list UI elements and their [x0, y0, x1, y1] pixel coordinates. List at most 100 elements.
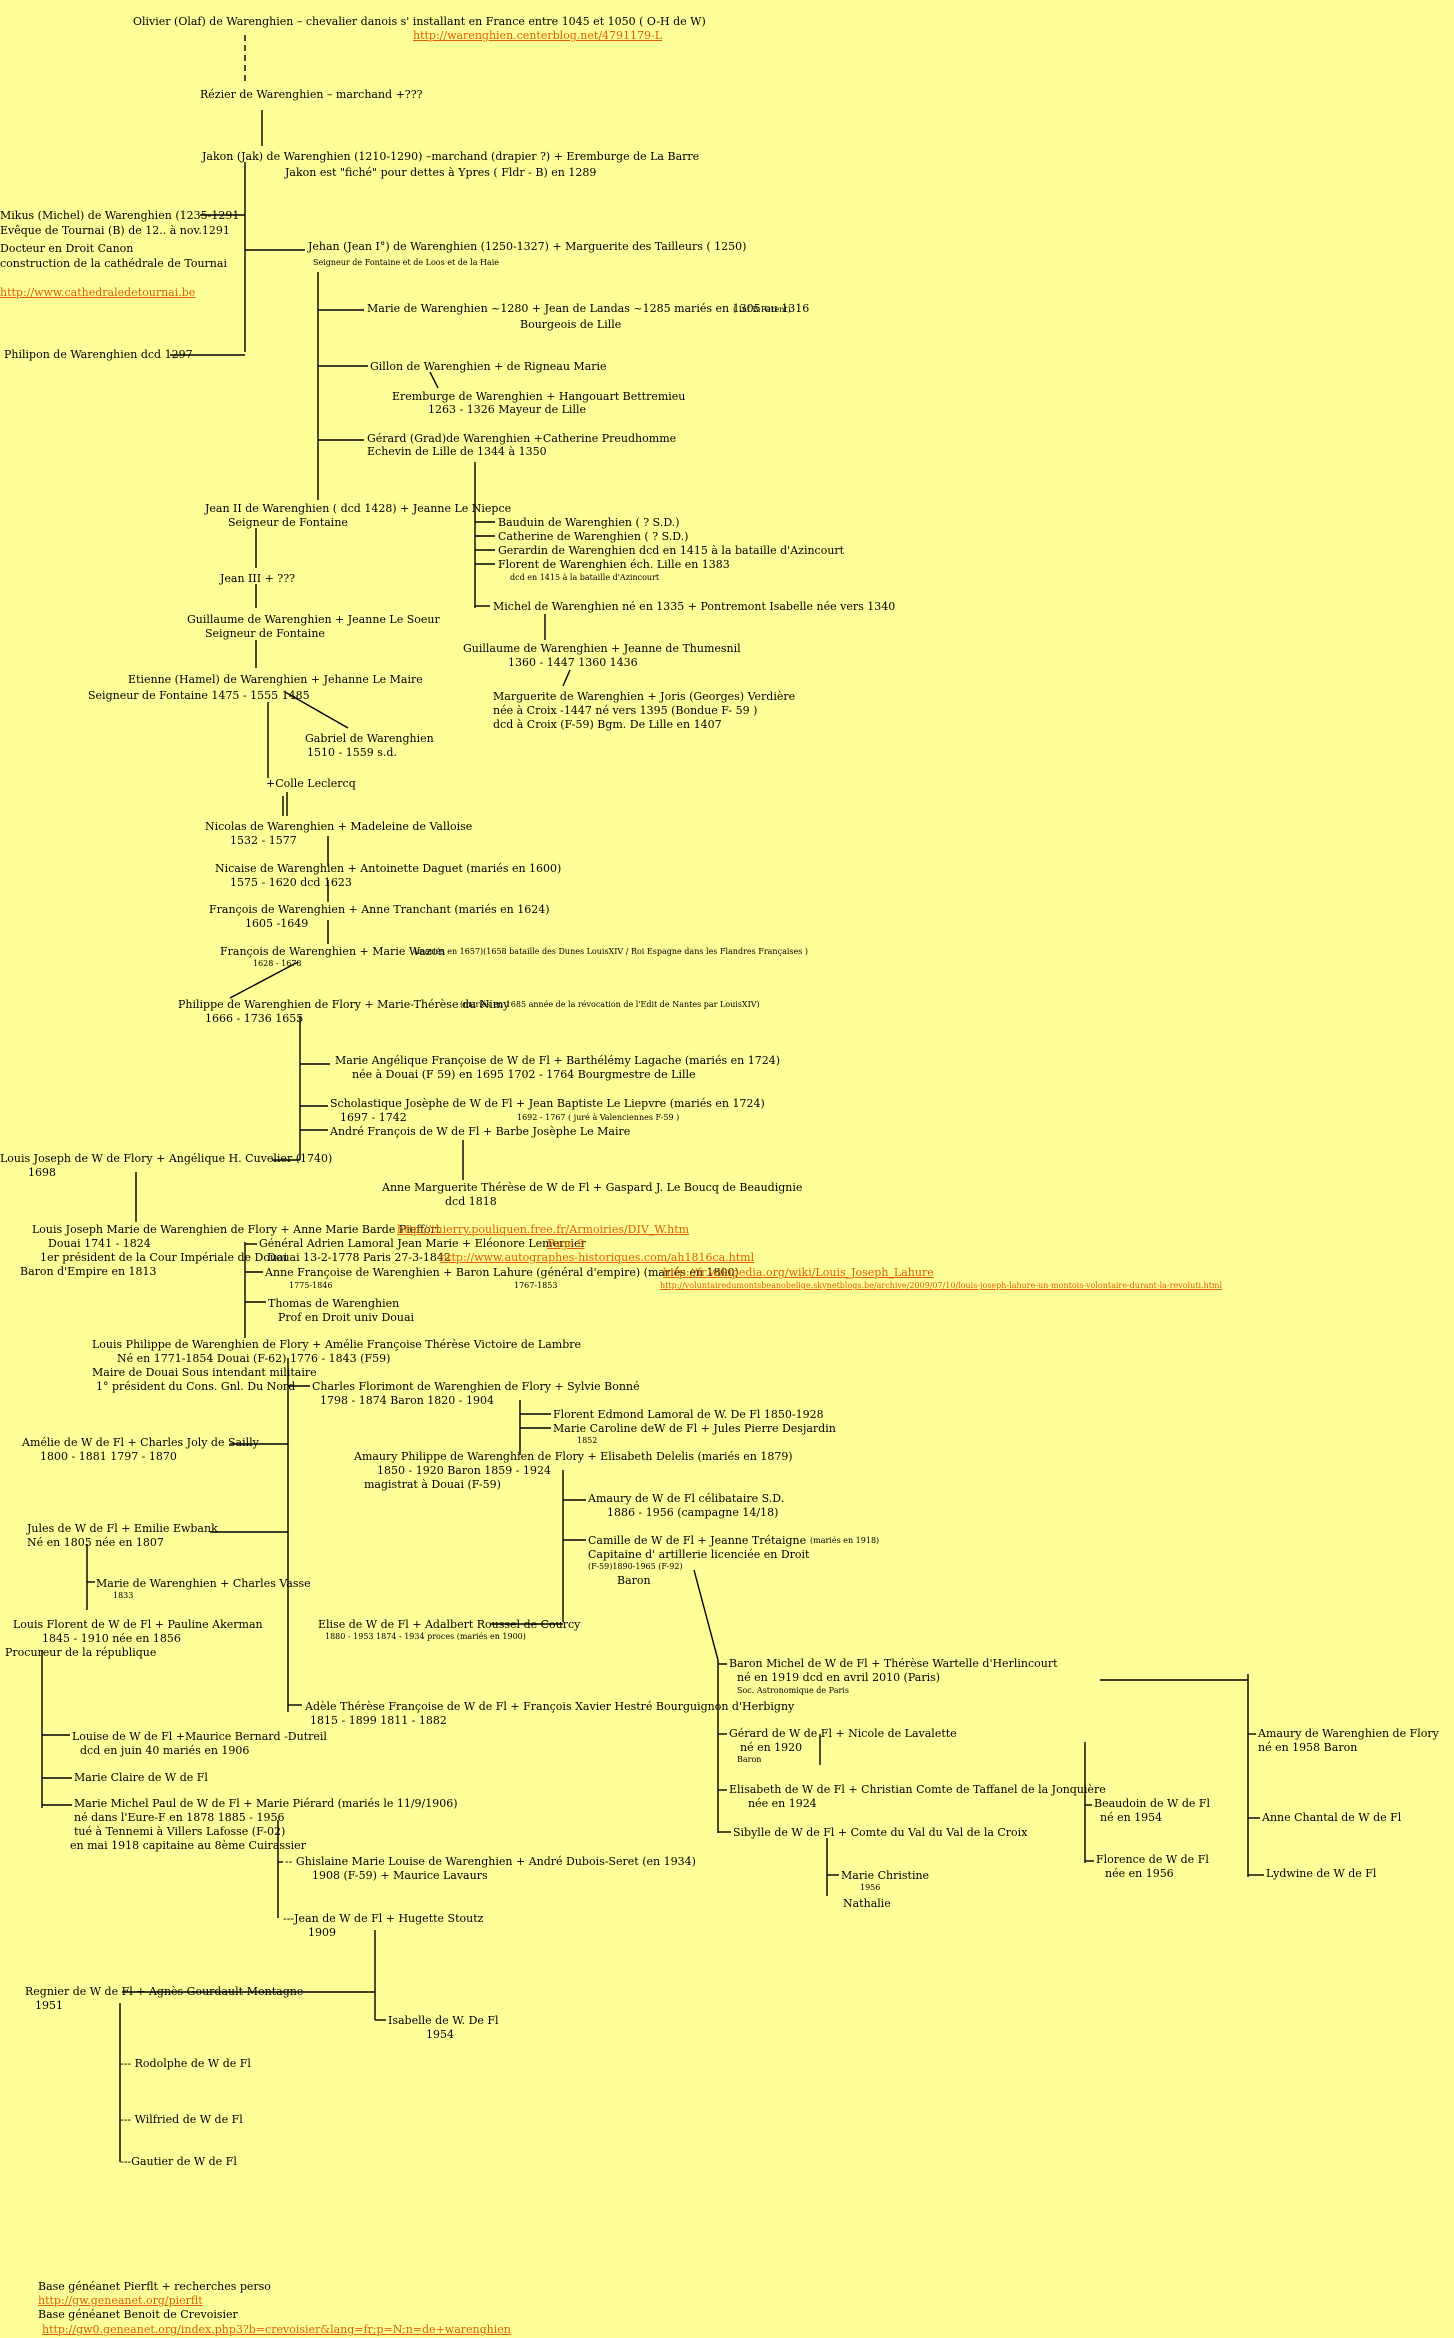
person-entry-philippe: Philippe de Warenghien de Flory + Marie-… [178, 998, 510, 1011]
person-entry-philippe_note: (mariés en 1685 année de la révocation d… [460, 1000, 760, 1009]
person-entry-guillaume2b: 1360 - 1447 1360 1436 [508, 656, 638, 669]
person-entry-nicolas: Nicolas de Warenghien + Madeleine de Val… [205, 820, 473, 833]
person-entry-gerard: Gérard (Grad)de Warenghien +Catherine Pr… [367, 432, 677, 445]
person-entry-mariemichel: Marie Michel Paul de W de Fl + Marie Pié… [74, 1797, 458, 1810]
person-entry-amaury2: Amaury de W de Fl célibataire S.D. [588, 1492, 785, 1505]
person-entry-ghislaine: -- Ghislaine Marie Louise de Warenghien … [285, 1855, 696, 1868]
person-entry-amaury1958: Amaury de Warenghien de Flory [1258, 1727, 1439, 1740]
person-entry-jean1909: ---Jean de W de Fl + Hugette Stoutz [283, 1912, 484, 1925]
person-entry-mikus4: construction de la cathédrale de Tournai [0, 257, 227, 270]
person-entry-thomas: Thomas de Warenghien [268, 1297, 400, 1310]
person-entry-jakon: Jakon (Jak) de Warenghien (1210-1290) –m… [202, 150, 700, 163]
person-entry-rezier: Rézier de Warenghien – marchand +??? [200, 88, 423, 101]
person-entry-florence: Florence de W de Fl [1096, 1853, 1209, 1866]
link-adrien_link[interactable]: Page 9 [547, 1237, 585, 1250]
person-entry-lydwine: Lydwine de W de Fl [1266, 1867, 1377, 1880]
person-entry-andre: André François de W de Fl + Barbe Josèph… [330, 1125, 631, 1138]
person-entry-camille: Camille de W de Fl + Jeanne Trétaigne [588, 1534, 807, 1547]
person-entry-annefr2: 1775-1846 [289, 1281, 333, 1290]
person-entry-guillaume2: Guillaume de Warenghien + Jeanne de Thum… [463, 642, 741, 655]
person-entry-marie1280_b: Bourgeois de Lille [520, 318, 622, 331]
person-entry-nicolas2: 1532 - 1577 [230, 834, 297, 847]
link-adrien2_link[interactable]: http://www.autographes-historiques.com/a… [440, 1251, 755, 1264]
person-entry-gerard1920c: Baron [737, 1755, 762, 1764]
person-entry-elise2: 1880 - 1953 1874 - 1934 proces (mariés e… [325, 1632, 526, 1641]
person-entry-gerard2: Echevin de Lille de 1344 à 1350 [367, 445, 547, 458]
person-entry-guillaume1b: Seigneur de Fontaine [205, 627, 325, 640]
person-entry-nicaise2: 1575 - 1620 dcd 1623 [230, 876, 352, 889]
person-entry-marieang2: née à Douai (F 59) en 1695 1702 - 1764 B… [352, 1068, 696, 1081]
person-entry-louisjoseph2b: Douai 1741 - 1824 [48, 1237, 151, 1250]
person-entry-mikus1: Mikus (Michel) de Warenghien (1235-1291 [0, 209, 240, 222]
link-annefr_link1[interactable]: http://fr.wikipedia.org/wiki/Louis_Josep… [663, 1266, 934, 1279]
person-entry-amelie: Amélie de W de Fl + Charles Joly de Sail… [22, 1436, 259, 1449]
person-entry-gerard1920: Gérard de W de Fl + Nicole de Lavalette [729, 1727, 957, 1740]
person-entry-louisflorent2: 1845 - 1910 née en 1856 [42, 1632, 181, 1645]
person-entry-annemarg: Anne Marguerite Thérèse de W de Fl + Gas… [382, 1181, 803, 1194]
person-entry-annefr: Anne Françoise de Warenghien + Baron Lah… [265, 1266, 739, 1279]
person-entry-mariewar2: 1833 [113, 1591, 134, 1600]
person-entry-jules2: Né en 1805 née en 1807 [27, 1536, 164, 1549]
person-entry-guillaume1: Guillaume de Warenghien + Jeanne Le Soeu… [187, 613, 440, 626]
person-entry-marieclaire: Marie Claire de W de Fl [74, 1771, 208, 1784]
person-entry-colle: +Colle Leclercq [266, 777, 356, 790]
person-entry-gabriel2: 1510 - 1559 s.d. [307, 746, 397, 759]
person-entry-etienne2: Seigneur de Fontaine 1475 - 1555 1485 [88, 689, 310, 702]
person-entry-louise: Louise de W de Fl +Maurice Bernard -Dutr… [72, 1730, 327, 1743]
person-entry-marguerite3: dcd à Croix (F-59) Bgm. De Lille en 1407 [493, 718, 722, 731]
person-entry-charlesflorimont: Charles Florimont de Warenghien de Flory… [312, 1380, 640, 1393]
person-entry-sibylle: Sibylle de W de Fl + Comte du Val du Val… [733, 1826, 1028, 1839]
person-entry-mariemichel4: en mai 1918 capitaine au 8ème Cuirassier [70, 1839, 306, 1852]
person-entry-base1: Base généanet Pierflt + recherches perso [38, 2280, 271, 2293]
person-entry-louisphilippe4: 1° président du Cons. Gnl. Du Nord [96, 1380, 296, 1393]
person-entry-florent2: dcd en 1415 à la bataille d'Azincourt [510, 573, 660, 582]
person-entry-etienne: Etienne (Hamel) de Warenghien + Jehanne … [128, 673, 423, 686]
person-entry-mariemichel3: tué à Tennemi à Villers Lafosse (F-02) [74, 1825, 286, 1838]
person-entry-thomas2: Prof en Droit univ Douai [278, 1311, 415, 1324]
person-entry-eremburge: Eremburge de Warenghien + Hangouart Bett… [392, 390, 686, 403]
person-entry-mariecaroline: Marie Caroline deW de Fl + Jules Pierre … [553, 1422, 836, 1435]
person-entry-baronmichel: Baron Michel de W de Fl + Thérèse Wartel… [729, 1657, 1058, 1670]
person-entry-philipon: Philipon de Warenghien dcd 1297 [4, 348, 193, 361]
link-louisjoseph2_link[interactable]: http://thierry.pouliquen.free.fr/Armoiri… [397, 1223, 690, 1236]
person-entry-amelie2: 1800 - 1881 1797 - 1870 [40, 1450, 177, 1463]
link-mikus_link[interactable]: http://www.cathedraledetournai.be [0, 286, 196, 299]
person-entry-jean1909b: 1909 [308, 1926, 336, 1939]
person-entry-louisflorent3: Procureur de la république [5, 1646, 157, 1659]
person-entry-baronmichel2: né en 1919 dcd en avril 2010 (Paris) [737, 1671, 941, 1684]
link-base2_link[interactable]: http://gw0.geneanet.org/index.php3?b=cre… [42, 2323, 511, 2336]
person-entry-marguerite: Marguerite de Warenghien + Joris (George… [493, 690, 796, 703]
person-entry-marie1280_note: ( Inf B.Parent) [733, 305, 791, 314]
person-entry-francois1b: 1605 -1649 [245, 917, 309, 930]
person-entry-elise: Elise de W de Fl + Adalbert Roussel de C… [318, 1618, 581, 1631]
person-entry-mikus3: Docteur en Droit Canon [0, 242, 134, 255]
person-entry-florentedmond: Florent Edmond Lamoral de W. De Fl 1850-… [553, 1408, 824, 1421]
person-entry-mariewar: Marie de Warenghien + Charles Vasse [96, 1577, 311, 1590]
person-entry-isabelle2: 1954 [426, 2028, 454, 2041]
person-entry-isabelle: Isabelle de W. De Fl [388, 2014, 499, 2027]
link-annefr_link2[interactable]: http://voluntairedumontsbeanobelige.skyn… [660, 1281, 1223, 1290]
link-base1_link[interactable]: http://gw.geneanet.org/pierflt [38, 2294, 203, 2307]
person-entry-camille4: Baron [617, 1574, 651, 1587]
person-entry-olivier: Olivier (Olaf) de Warenghien – chevalier… [133, 15, 706, 28]
link-olivier_link[interactable]: http://warenghien.centerblog.net/4791179… [413, 29, 663, 42]
person-entry-regnier: Regnier de W de Fl + Agnès Gourdault-Mon… [25, 1985, 304, 1998]
person-entry-regnier2: 1951 [35, 1999, 63, 2012]
person-entry-francois2b: 1628 - 1678 [253, 959, 302, 968]
person-entry-charlesflorimont2: 1798 - 1874 Baron 1820 - 1904 [320, 1394, 494, 1407]
person-entry-adrien: Général Adrien Lamoral Jean Marie + Eléo… [259, 1237, 586, 1250]
person-entry-marieang: Marie Angélique Françoise de W de Fl + B… [335, 1054, 780, 1067]
person-entry-rodolphe: --- Rodolphe de W de Fl [120, 2057, 251, 2070]
person-entry-gerard1920b: né en 1920 [740, 1741, 803, 1754]
person-entry-mariecaroline2: 1852 [577, 1436, 598, 1445]
person-entry-francois1: François de Warenghien + Anne Tranchant … [209, 903, 550, 916]
person-entry-amaury2b: 1886 - 1956 (campagne 14/18) [607, 1506, 779, 1519]
person-entry-mariemichel2: né dans l'Eure-F en 1878 1885 - 1956 [74, 1811, 285, 1824]
person-entry-scholastique2: 1697 - 1742 [340, 1111, 407, 1124]
person-entry-jakon2: Jakon est "fiché" pour dettes à Ypres ( … [285, 166, 597, 179]
person-entry-francois2: François de Warenghien + Marie Wazon [220, 945, 446, 958]
person-entry-gautier: ---Gautier de W de Fl [120, 2155, 237, 2168]
person-entry-jehan: Jehan (Jean I°) de Warenghien (1250-1327… [308, 240, 747, 253]
person-entry-gillon: Gillon de Warenghien + de Rigneau Marie [370, 360, 607, 373]
person-entry-marguerite2: née à Croix -1447 né vers 1395 (Bondue F… [493, 704, 758, 717]
